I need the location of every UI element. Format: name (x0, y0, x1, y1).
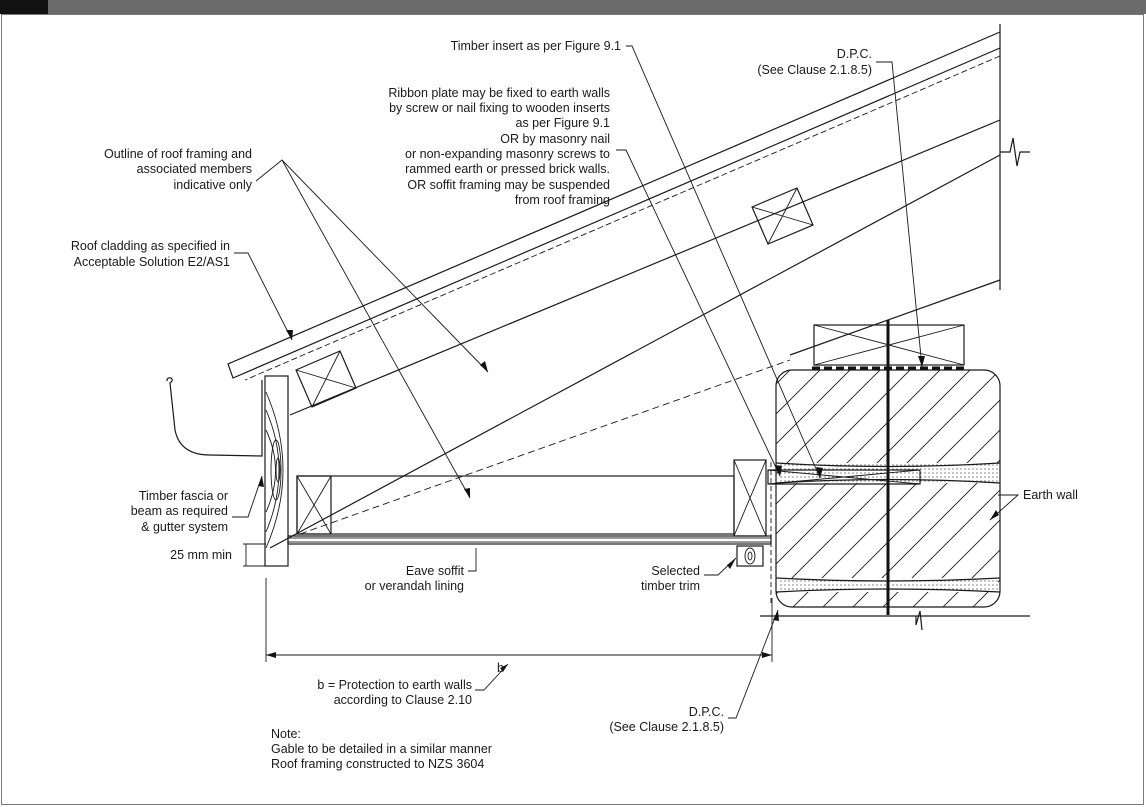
label-ribbon-line-4: OR by masonry nail (500, 132, 610, 146)
gutter (166, 377, 263, 457)
label-trim-2: timber trim (641, 579, 700, 593)
label-cladding-2: Acceptable Solution E2/AS1 (74, 255, 230, 269)
header-bar-accent (0, 0, 48, 14)
label-dpc-bottom: D.P.C. (689, 705, 724, 719)
leader-lines (232, 45, 1020, 719)
purlin-left (295, 350, 357, 408)
label-b-definition-1: b = Protection to earth walls (317, 678, 472, 692)
label-cladding-1: Roof cladding as specified in (71, 239, 230, 253)
timber-insert (767, 469, 921, 485)
labels: Timber insert as per Figure 9.1 D.P.C. (… (71, 39, 1078, 771)
ribbon-plate (733, 459, 767, 537)
dimension-25mm (243, 543, 266, 567)
note-line-2: Roof framing constructed to NZS 3604 (271, 757, 484, 771)
timber-trim (736, 545, 764, 567)
label-trim-1: Selected (651, 564, 700, 578)
label-ribbon-line-8: from roof framing (515, 193, 610, 207)
roof-break-line (999, 24, 1030, 290)
label-soffit-2: or verandah lining (365, 579, 464, 593)
dimension-b (265, 578, 773, 662)
timber-fascia (264, 375, 289, 567)
label-dimension-b: b (497, 661, 504, 675)
label-ribbon-line-1: Ribbon plate may be fixed to earth walls (388, 86, 610, 100)
label-earth-wall: Earth wall (1023, 488, 1078, 502)
label-ribbon-line-7: OR soffit framing may be suspended (407, 178, 610, 192)
label-fascia-3: & gutter system (141, 520, 228, 534)
label-dpc-top: D.P.C. (837, 47, 872, 61)
label-ribbon-line-2: by screw or nail fixing to wooden insert… (389, 101, 610, 115)
label-25mm-min: 25 mm min (170, 548, 232, 562)
label-fascia-2: beam as required (131, 504, 228, 518)
header-bar (48, 0, 1146, 14)
note-line-1: Gable to be detailed in a similar manner (271, 742, 492, 756)
label-b-definition-2: according to Clause 2.10 (334, 693, 472, 707)
label-ribbon-line-3: as per Figure 9.1 (516, 116, 611, 130)
label-outline-1: Outline of roof framing and (104, 147, 252, 161)
label-outline-3: indicative only (173, 178, 252, 192)
label-outline-2: associated members (137, 162, 252, 176)
purlin-right (751, 187, 814, 245)
drawing-frame (1, 14, 1144, 805)
roof-cladding (227, 31, 1001, 381)
earth-wall (760, 320, 1030, 631)
soffit-joist (296, 359, 791, 535)
label-timber-insert: Timber insert as per Figure 9.1 (451, 39, 621, 53)
note-title: Note: (271, 727, 301, 741)
label-dpc-top-clause: (See Clause 2.1.8.5) (757, 63, 872, 77)
label-dpc-bottom-clause: (See Clause 2.1.8.5) (609, 720, 724, 734)
wall-plate (812, 324, 966, 370)
rafter-outline (269, 119, 1001, 549)
label-ribbon-line-6: rammed earth or pressed brick walls. (405, 162, 610, 176)
label-ribbon-line-5: or non-expanding masonry screws to (405, 147, 610, 161)
label-soffit-1: Eave soffit (406, 564, 465, 578)
label-fascia-1: Timber fascia or (139, 489, 228, 503)
soffit-lining (287, 535, 772, 545)
